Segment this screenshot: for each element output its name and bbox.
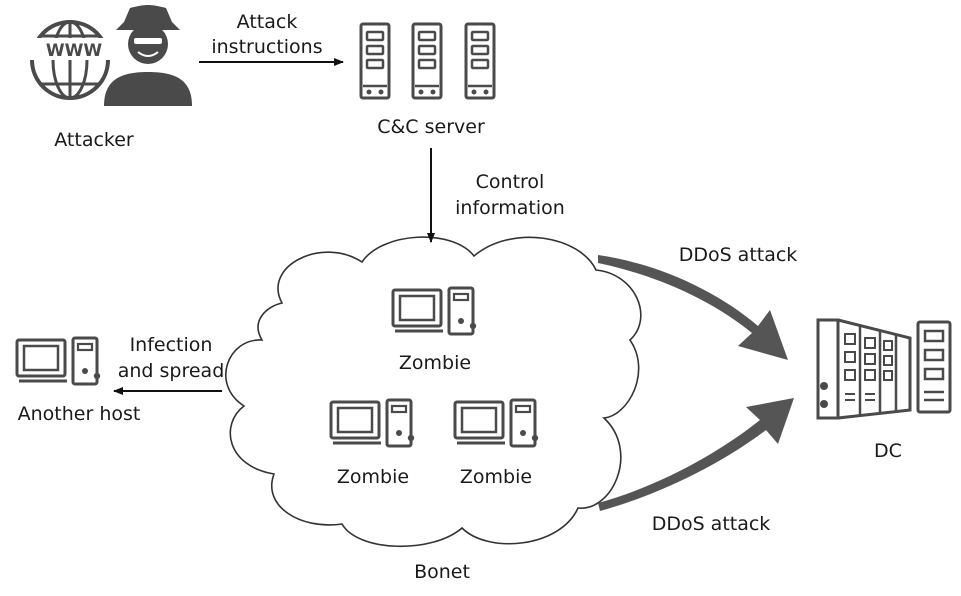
attacker-label: Attacker bbox=[54, 129, 134, 151]
control-information-label-line1: Control bbox=[476, 171, 545, 193]
infection-spread-label-line1: Infection bbox=[130, 334, 213, 356]
zombie-top-label: Zombie bbox=[399, 352, 471, 374]
ddos-attack-label-top: DDoS attack bbox=[679, 244, 798, 266]
svg-text:WWW: WWW bbox=[46, 41, 103, 61]
cc-server-label: C&C server bbox=[377, 116, 485, 138]
control-information-label-line2: information bbox=[455, 197, 565, 219]
botnet-label: Bonet bbox=[414, 561, 470, 583]
infection-spread-label-line2: and spread bbox=[118, 360, 225, 382]
ddos-attack-label-bottom: DDoS attack bbox=[652, 513, 771, 535]
attack-instructions-label-line1: Attack bbox=[237, 11, 298, 33]
zombie-left-label: Zombie bbox=[337, 466, 409, 488]
attack-instructions-label-line2: instructions bbox=[211, 36, 322, 58]
botnet-cloud bbox=[225, 236, 642, 548]
zombie-right-label: Zombie bbox=[460, 466, 532, 488]
data-center-icon bbox=[816, 318, 952, 420]
desktop-computer-icon bbox=[15, 336, 102, 386]
another-host-label: Another host bbox=[18, 403, 141, 425]
ddos-attack-arrow-bottom bbox=[598, 398, 794, 511]
ddos-attack-arrow-top bbox=[598, 255, 788, 360]
hacker-with-globe-icon: WWW bbox=[28, 5, 192, 106]
server-rack-icon bbox=[359, 22, 496, 100]
dc-label: DC bbox=[874, 440, 902, 462]
